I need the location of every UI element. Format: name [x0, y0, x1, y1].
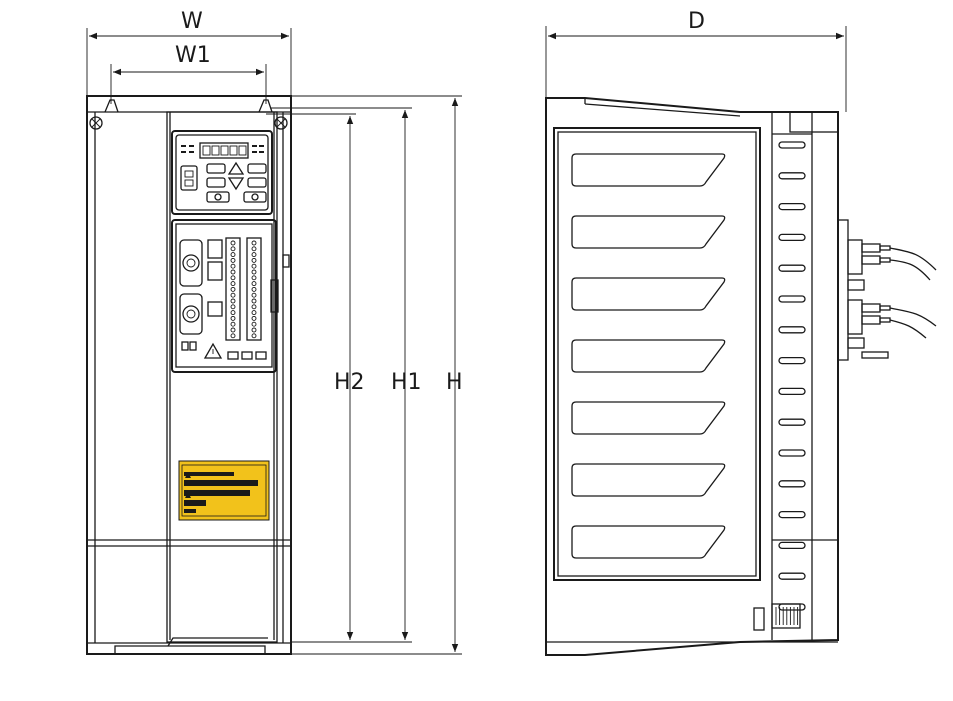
terminal-screw: [230, 321, 236, 327]
dimension-h1: H1: [391, 110, 422, 640]
cooling-fin-slot: [571, 401, 726, 435]
cooling-fin-slot: [571, 215, 726, 249]
terminal-screw: [251, 321, 257, 327]
dim-label-w1: W1: [175, 43, 211, 68]
dimension-d: D: [545, 9, 847, 112]
cooling-fin-slot: [571, 153, 726, 187]
terminal-screw: [230, 292, 236, 298]
terminal-screw: [251, 310, 257, 316]
terminal-screw: [251, 292, 257, 298]
warning-triangle-icon: [203, 342, 223, 359]
keypad-panel: [171, 130, 273, 215]
vent-slot: [778, 418, 806, 426]
vent-slot: [778, 233, 806, 242]
vent-slot: [778, 141, 806, 149]
terminal-screw: [251, 327, 257, 333]
keypad-buttons: [180, 161, 267, 203]
dimension-h2: H2: [334, 116, 365, 640]
mounting-screw-top-right: [274, 116, 288, 130]
up-arrow-icon: [227, 161, 245, 175]
terminal-screw: [230, 246, 236, 252]
vent-slot: [778, 449, 806, 457]
vent-slot: [778, 510, 806, 519]
vent-slot: [778, 172, 806, 180]
terminal-strip-left: [225, 237, 241, 341]
cooling-fin-slot: [571, 277, 726, 311]
terminal-screw: [230, 240, 236, 246]
cooling-fin-slot: [571, 463, 726, 497]
terminal-screw: [251, 333, 257, 339]
terminal-screw: [230, 263, 236, 269]
vent-slot: [778, 541, 806, 550]
terminal-screw: [251, 269, 257, 275]
terminal-screw: [251, 252, 257, 258]
terminal-screw: [230, 275, 236, 281]
terminal-screw: [230, 252, 236, 258]
terminal-screw: [251, 275, 257, 281]
vent-slot: [778, 572, 806, 580]
terminal-screw: [230, 257, 236, 263]
dim-label-h2: H2: [334, 370, 365, 395]
side-view: [545, 97, 937, 656]
vent-slot: [778, 356, 806, 365]
terminal-screw: [230, 327, 236, 333]
terminal-screw: [230, 281, 236, 287]
terminal-screw: [251, 304, 257, 310]
terminal-screw: [251, 246, 257, 252]
run-icon: [214, 193, 222, 201]
cable-connectors: [837, 219, 937, 361]
dim-label-w: W: [181, 9, 203, 34]
mounting-screw-top-left: [89, 116, 103, 130]
terminal-screw: [251, 281, 257, 287]
terminal-screw: [230, 315, 236, 321]
terminal-screw: [251, 257, 257, 263]
vent-slot: [778, 295, 806, 303]
terminal-screw: [230, 269, 236, 275]
vent-slots: [778, 141, 806, 611]
status-leds: [181, 145, 264, 153]
dimension-w: W: [86, 9, 292, 100]
terminal-screw: [230, 333, 236, 339]
vent-slot: [778, 387, 806, 396]
warning-label: [178, 460, 270, 521]
down-arrow-icon: [227, 177, 245, 191]
control-board: [171, 219, 277, 373]
terminal-screw: [251, 298, 257, 304]
vent-slot: [778, 480, 806, 488]
vent-slot: [778, 202, 806, 211]
cooling-fin-slot: [571, 339, 726, 373]
cooling-fin-slot: [571, 525, 726, 559]
terminal-screw: [251, 286, 257, 292]
front-view: [86, 95, 292, 655]
dim-label-d: D: [688, 9, 705, 34]
terminal-strip-right: [246, 237, 262, 341]
terminal-screw: [251, 315, 257, 321]
cooling-fins: [571, 153, 726, 559]
terminal-screw: [230, 298, 236, 304]
terminal-screw: [251, 240, 257, 246]
vent-slot: [778, 326, 806, 334]
led-display: [199, 142, 249, 159]
dimension-h: H: [446, 98, 463, 652]
terminal-screw: [230, 286, 236, 292]
vent-slot: [778, 264, 806, 272]
dim-label-h1: H1: [391, 370, 422, 395]
terminal-screw: [230, 310, 236, 316]
dimension-w1: W1: [110, 43, 267, 104]
terminal-screw: [230, 304, 236, 310]
stop-icon: [251, 193, 259, 201]
terminal-screw: [251, 263, 257, 269]
dim-label-h: H: [446, 370, 463, 395]
